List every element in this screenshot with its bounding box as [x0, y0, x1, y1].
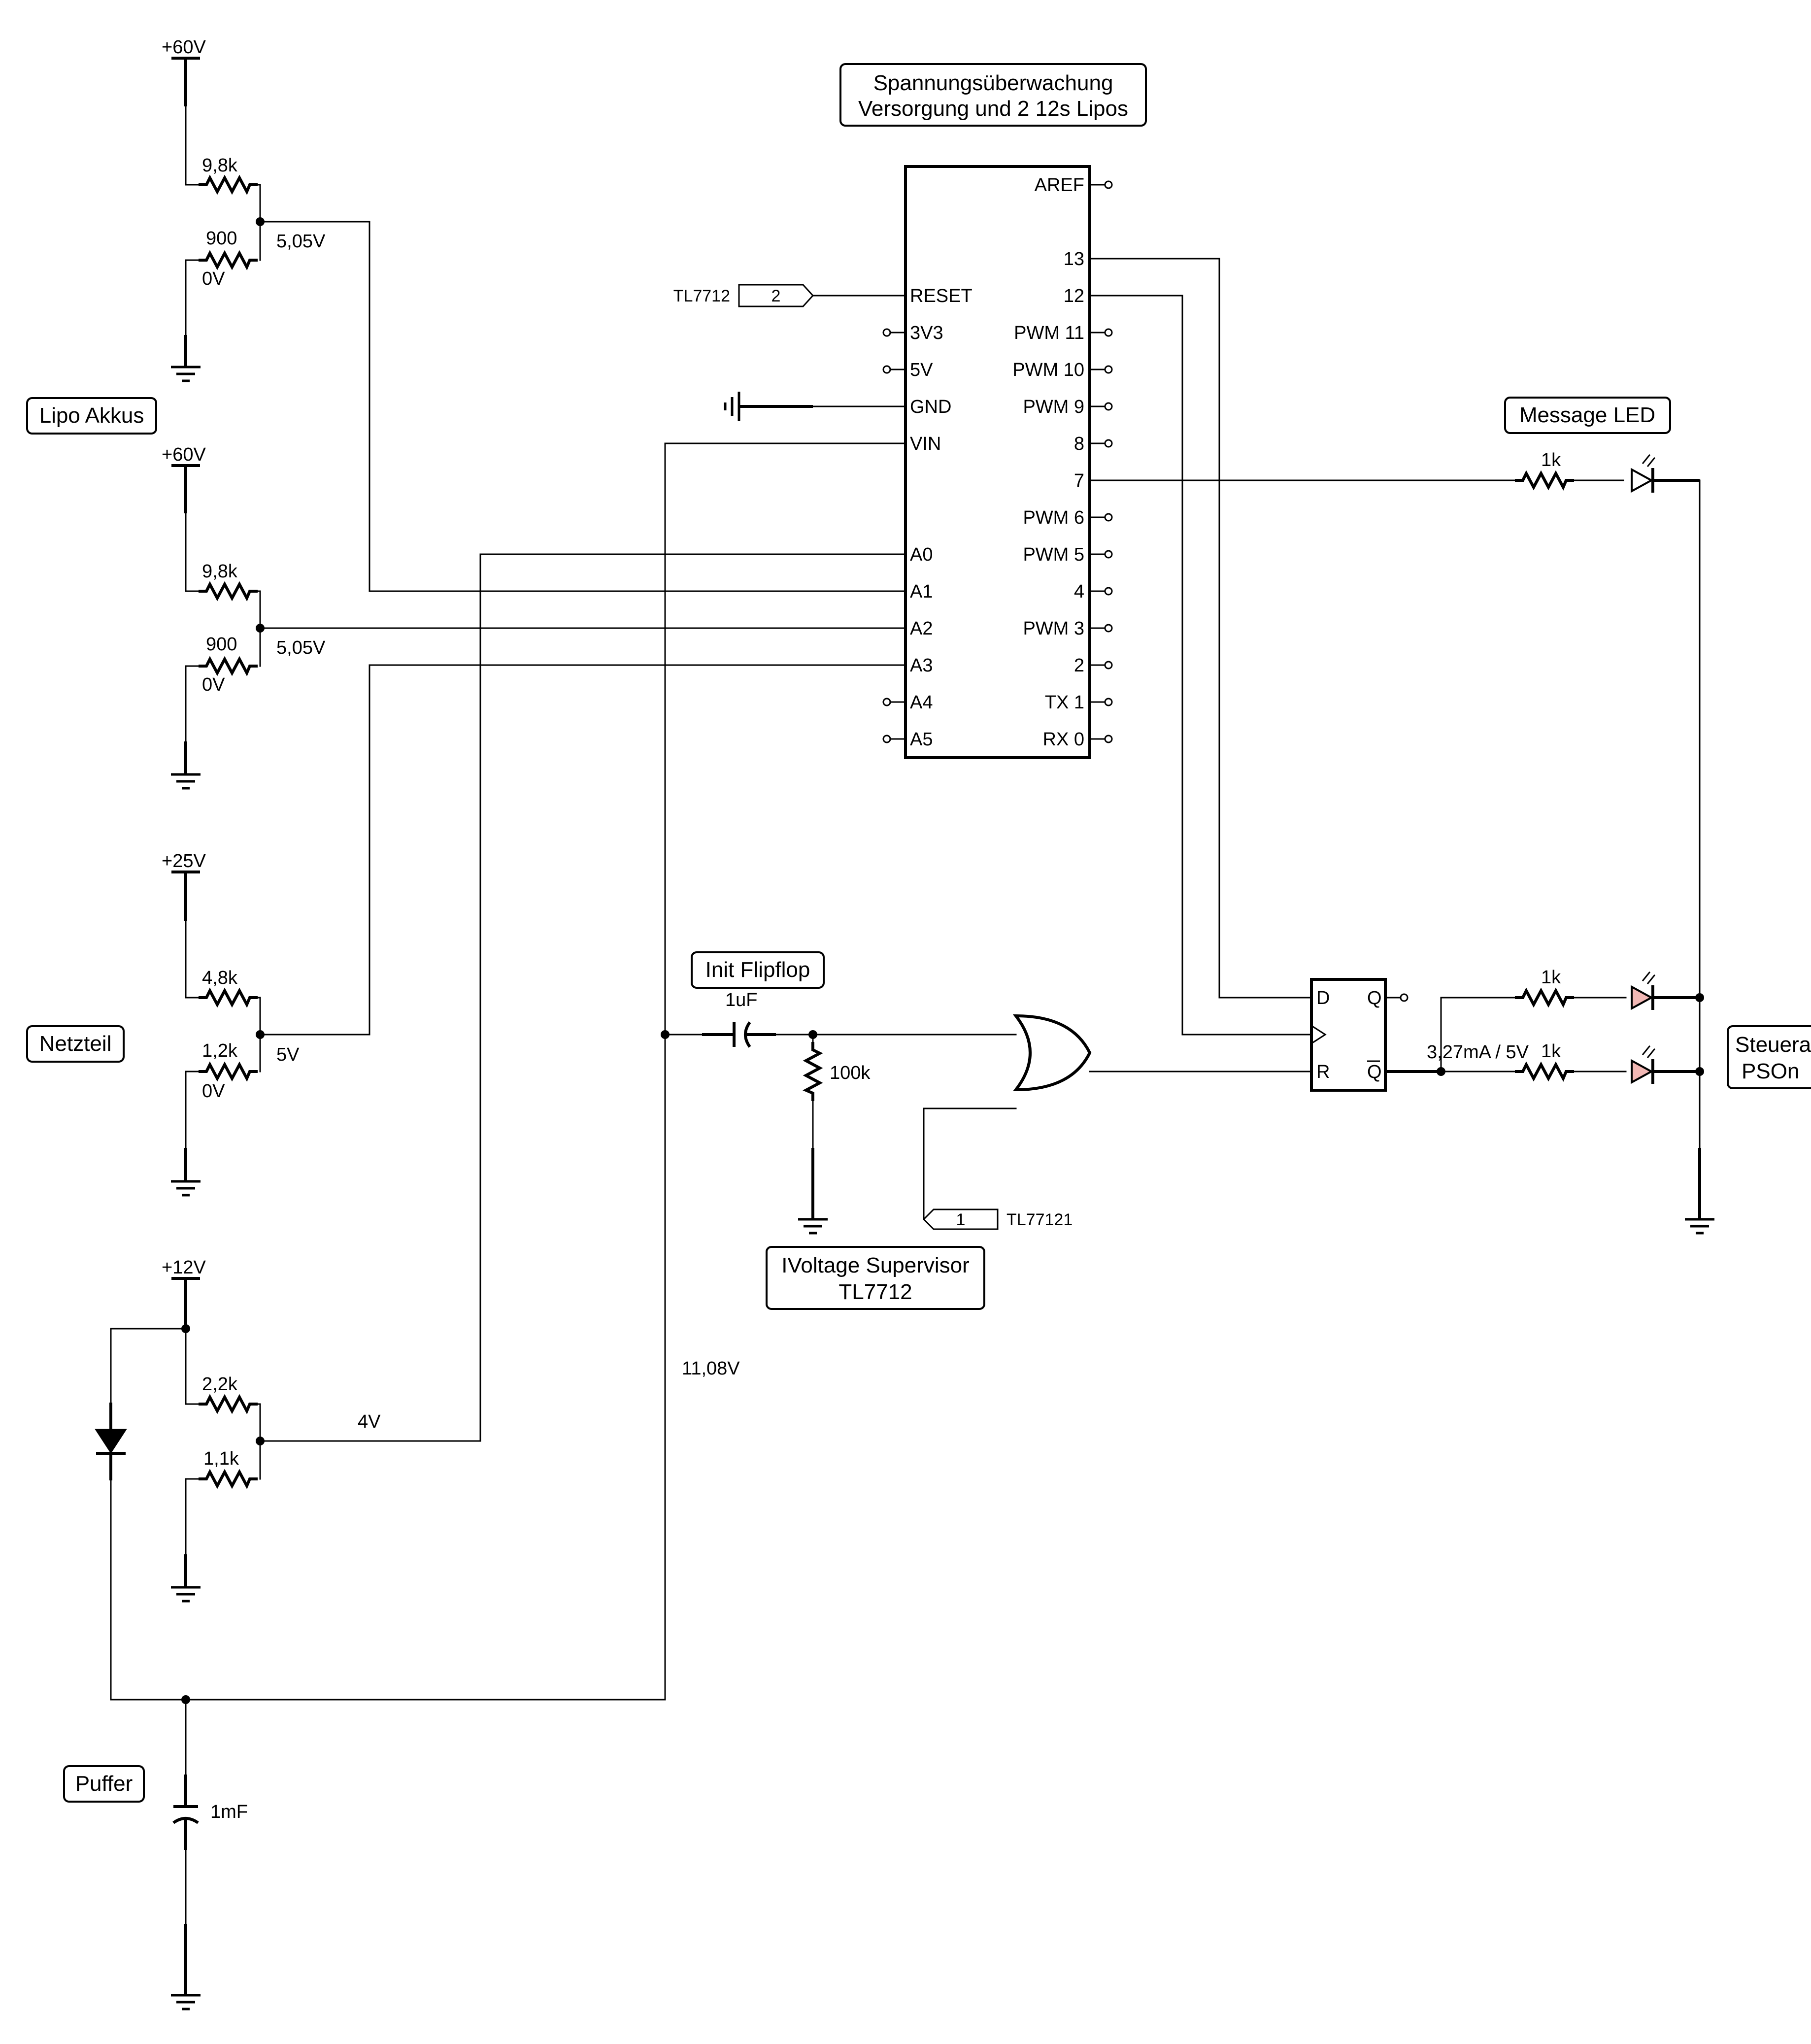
svg-text:D: D [1316, 988, 1330, 1008]
svg-text:PWM 9: PWM 9 [1023, 397, 1084, 417]
svg-text:5,05V: 5,05V [276, 637, 326, 658]
label-puffer: Puffer [63, 1765, 145, 1803]
svg-text:A3: A3 [910, 655, 933, 676]
label-message-led: Message LED [1504, 397, 1671, 434]
svg-text:0V: 0V [202, 268, 225, 289]
svg-text:PWM 10: PWM 10 [1012, 360, 1084, 380]
svg-text:A1: A1 [910, 581, 933, 602]
svg-text:2: 2 [1074, 655, 1084, 676]
svg-text:4: 4 [1074, 581, 1084, 602]
led-branch-qn: 1k [1515, 1041, 1700, 1084]
svg-text:VIN: VIN [910, 434, 941, 454]
label-lipo: Lipo Akkus [26, 397, 157, 435]
svg-text:4,8k: 4,8k [202, 968, 238, 988]
svg-text:5V: 5V [276, 1044, 300, 1065]
svg-text:PSOn: PSOn [1742, 1059, 1799, 1083]
title-line2: Versorgung und 2 12s Lipos [858, 97, 1128, 121]
svg-text:A4: A4 [910, 692, 933, 713]
svg-text:+12V: +12V [162, 1257, 206, 1278]
svg-text:5,05V: 5,05V [276, 231, 326, 252]
svg-text:3V3: 3V3 [910, 323, 943, 343]
svg-text:TX 1: TX 1 [1045, 692, 1084, 713]
svg-text:PWM 6: PWM 6 [1023, 507, 1084, 528]
svg-text:1k: 1k [1541, 967, 1561, 988]
svg-text:3,27mA / 5V: 3,27mA / 5V [1427, 1042, 1529, 1063]
svg-text:1uF: 1uF [725, 990, 757, 1010]
svg-text:R: R [1316, 1062, 1330, 1082]
svg-text:PWM 5: PWM 5 [1023, 544, 1084, 565]
svg-text:PWM 11: PWM 11 [1014, 323, 1084, 343]
label-netzteil: Netzteil [26, 1025, 125, 1063]
svg-text:2: 2 [771, 287, 781, 305]
label-init-flipflop: Init Flipflop [691, 951, 825, 989]
svg-text:TL77121: TL77121 [1006, 1210, 1073, 1229]
svg-text:Q: Q [1367, 988, 1382, 1008]
svg-text:A5: A5 [910, 729, 933, 750]
svg-text:+60V: +60V [162, 444, 206, 465]
svg-text:8: 8 [1074, 434, 1084, 454]
divider-1: +60V 9,8k 5,05V 900 0V [162, 37, 370, 381]
svg-text:Lipo Akkus: Lipo Akkus [39, 403, 144, 428]
signal-wiring: 11,08V 2 TL7712 [259, 221, 1516, 1701]
init-circuit: 1uF 100k 1 TL77121 [664, 990, 1312, 1233]
svg-text:Steuera: Steuera [1735, 1033, 1811, 1057]
svg-text:TL7712: TL7712 [673, 287, 730, 305]
svg-text:1: 1 [956, 1210, 966, 1229]
divider-3: +25V 4,8k 5V 1,2k 0V [162, 851, 370, 1195]
svg-text:13: 13 [1064, 249, 1084, 269]
svg-text:GND: GND [910, 397, 951, 417]
svg-text:900: 900 [206, 228, 237, 249]
svg-text:1,1k: 1,1k [203, 1448, 239, 1469]
svg-text:9,8k: 9,8k [202, 155, 238, 176]
svg-text:7: 7 [1074, 470, 1084, 491]
message-led-branch: 1k [1515, 450, 1714, 1233]
svg-text:Puffer: Puffer [75, 1772, 133, 1796]
divider-4: +12V 2,2k 4V 1,1k [95, 1257, 481, 1701]
divider-2: +60V 9,8k 5,05V 900 0V [162, 444, 326, 788]
svg-text:Netzteil: Netzteil [39, 1032, 112, 1056]
title-box: Spannungsüberwachung Versorgung und 2 12… [839, 63, 1147, 127]
svg-text:5V: 5V [910, 360, 933, 380]
svg-text:900: 900 [206, 634, 237, 655]
svg-text:9,8k: 9,8k [202, 561, 238, 582]
label-steuer: Steuera PSOn [1727, 1025, 1811, 1089]
svg-text:A2: A2 [910, 618, 933, 639]
svg-text:100k: 100k [830, 1063, 871, 1083]
svg-text:1,2k: 1,2k [202, 1040, 238, 1061]
svg-text:Q: Q [1367, 1062, 1382, 1082]
svg-text:+25V: +25V [162, 851, 206, 871]
svg-text:RX 0: RX 0 [1043, 729, 1084, 750]
supply-label: +60V [162, 37, 206, 58]
mcu-chip: RESET 3V3 5V GND VIN A0 A1 A2 A3 A4 A5 [882, 165, 1113, 759]
svg-text:4V: 4V [358, 1411, 381, 1432]
svg-text:RESET: RESET [910, 286, 973, 306]
svg-text:IVoltage Supervisor: IVoltage Supervisor [781, 1253, 970, 1277]
svg-text:1k: 1k [1541, 1041, 1561, 1062]
svg-text:2,2k: 2,2k [202, 1374, 238, 1395]
svg-text:1mF: 1mF [210, 1802, 248, 1822]
svg-text:0V: 0V [202, 674, 225, 695]
flipflop: D R Q Q 3,27mA / 5V [1310, 978, 1529, 1092]
svg-text:AREF: AREF [1035, 175, 1084, 196]
svg-text:Init Flipflop: Init Flipflop [705, 958, 810, 982]
svg-text:11,08V: 11,08V [682, 1358, 740, 1379]
svg-text:0V: 0V [202, 1081, 225, 1102]
svg-text:Message LED: Message LED [1519, 403, 1655, 427]
svg-text:TL7712: TL7712 [838, 1280, 912, 1304]
svg-text:12: 12 [1064, 286, 1084, 306]
led-branch-q: 1k [1515, 967, 1700, 1010]
puffer-capacitor: 1mF [110, 1695, 666, 2009]
svg-text:A0: A0 [910, 544, 933, 565]
label-voltage-supervisor: IVoltage Supervisor TL7712 [766, 1246, 985, 1310]
title-line1: Spannungsüberwachung [873, 71, 1113, 95]
svg-text:PWM 3: PWM 3 [1023, 618, 1084, 639]
svg-text:1k: 1k [1541, 450, 1561, 470]
